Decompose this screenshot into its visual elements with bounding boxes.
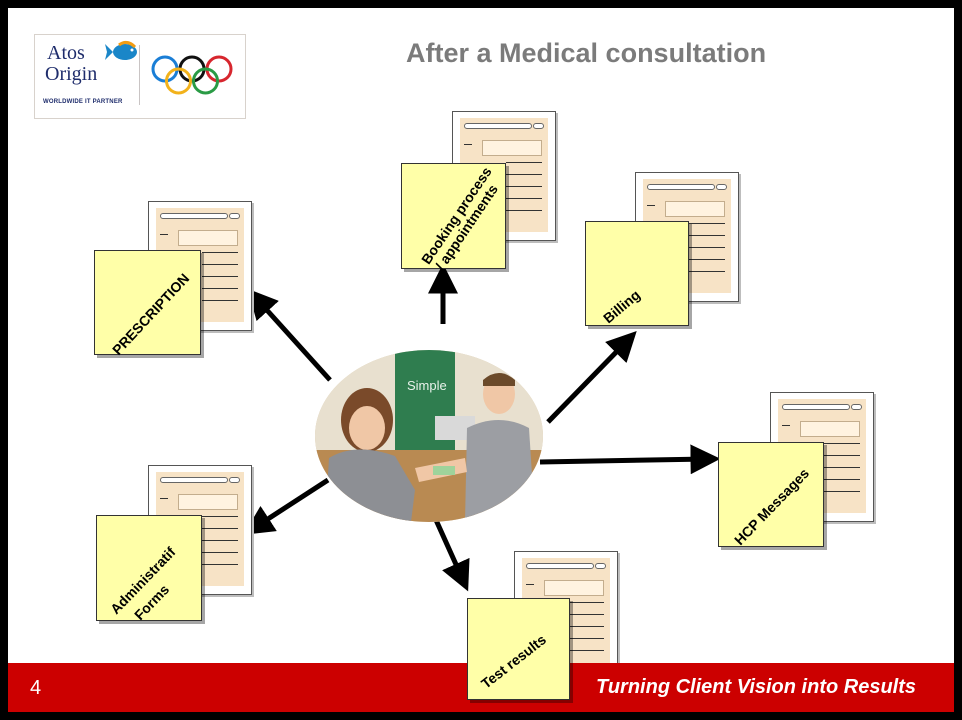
atos-origin-logo: Atos Origin WORLDWIDE IT PARTNER bbox=[34, 34, 246, 119]
arrow-to-prescription bbox=[247, 288, 332, 382]
arrow-to-test-results bbox=[433, 518, 470, 592]
logo-divider bbox=[139, 45, 140, 105]
olympic-rings-icon bbox=[151, 55, 233, 95]
logo-tagline: WORLDWIDE IT PARTNER bbox=[43, 99, 123, 105]
logo-brand-line1: Atos bbox=[47, 42, 85, 64]
footer-slogan: Turning Client Vision into Results bbox=[595, 676, 916, 698]
fish-icon bbox=[105, 40, 137, 60]
test-results-label: Test results bbox=[478, 631, 549, 692]
administratif-note: Administratif Forms bbox=[96, 515, 202, 623]
prescription-label: PRESCRIPTION bbox=[109, 270, 193, 358]
poster-text: Simple bbox=[407, 378, 447, 393]
arrow-to-administratif bbox=[243, 477, 330, 535]
hcp-note: HCP Messages bbox=[718, 442, 824, 549]
consultation-photo: Simple bbox=[315, 350, 543, 522]
slide-title: After a Medical consultation bbox=[406, 38, 767, 68]
arrow-to-billing bbox=[546, 331, 637, 424]
test-results-note: Test results bbox=[467, 598, 570, 700]
booking-note: Booking process / appointments bbox=[401, 163, 506, 273]
slide-canvas: Atos Origin WORLDWIDE IT PARTNER After a… bbox=[8, 8, 954, 712]
billing-label: Billing bbox=[600, 286, 644, 327]
logo-brand-line2: Origin bbox=[45, 63, 98, 85]
arrows-layer bbox=[243, 263, 721, 592]
billing-note: Billing bbox=[585, 221, 689, 326]
prescription-note: PRESCRIPTION bbox=[94, 250, 201, 358]
hcp-label: HCP Messages bbox=[731, 464, 813, 549]
consultation-illustration: Simple bbox=[315, 350, 543, 522]
arrow-to-hcp bbox=[539, 444, 721, 475]
page-number: 4 bbox=[30, 677, 42, 699]
